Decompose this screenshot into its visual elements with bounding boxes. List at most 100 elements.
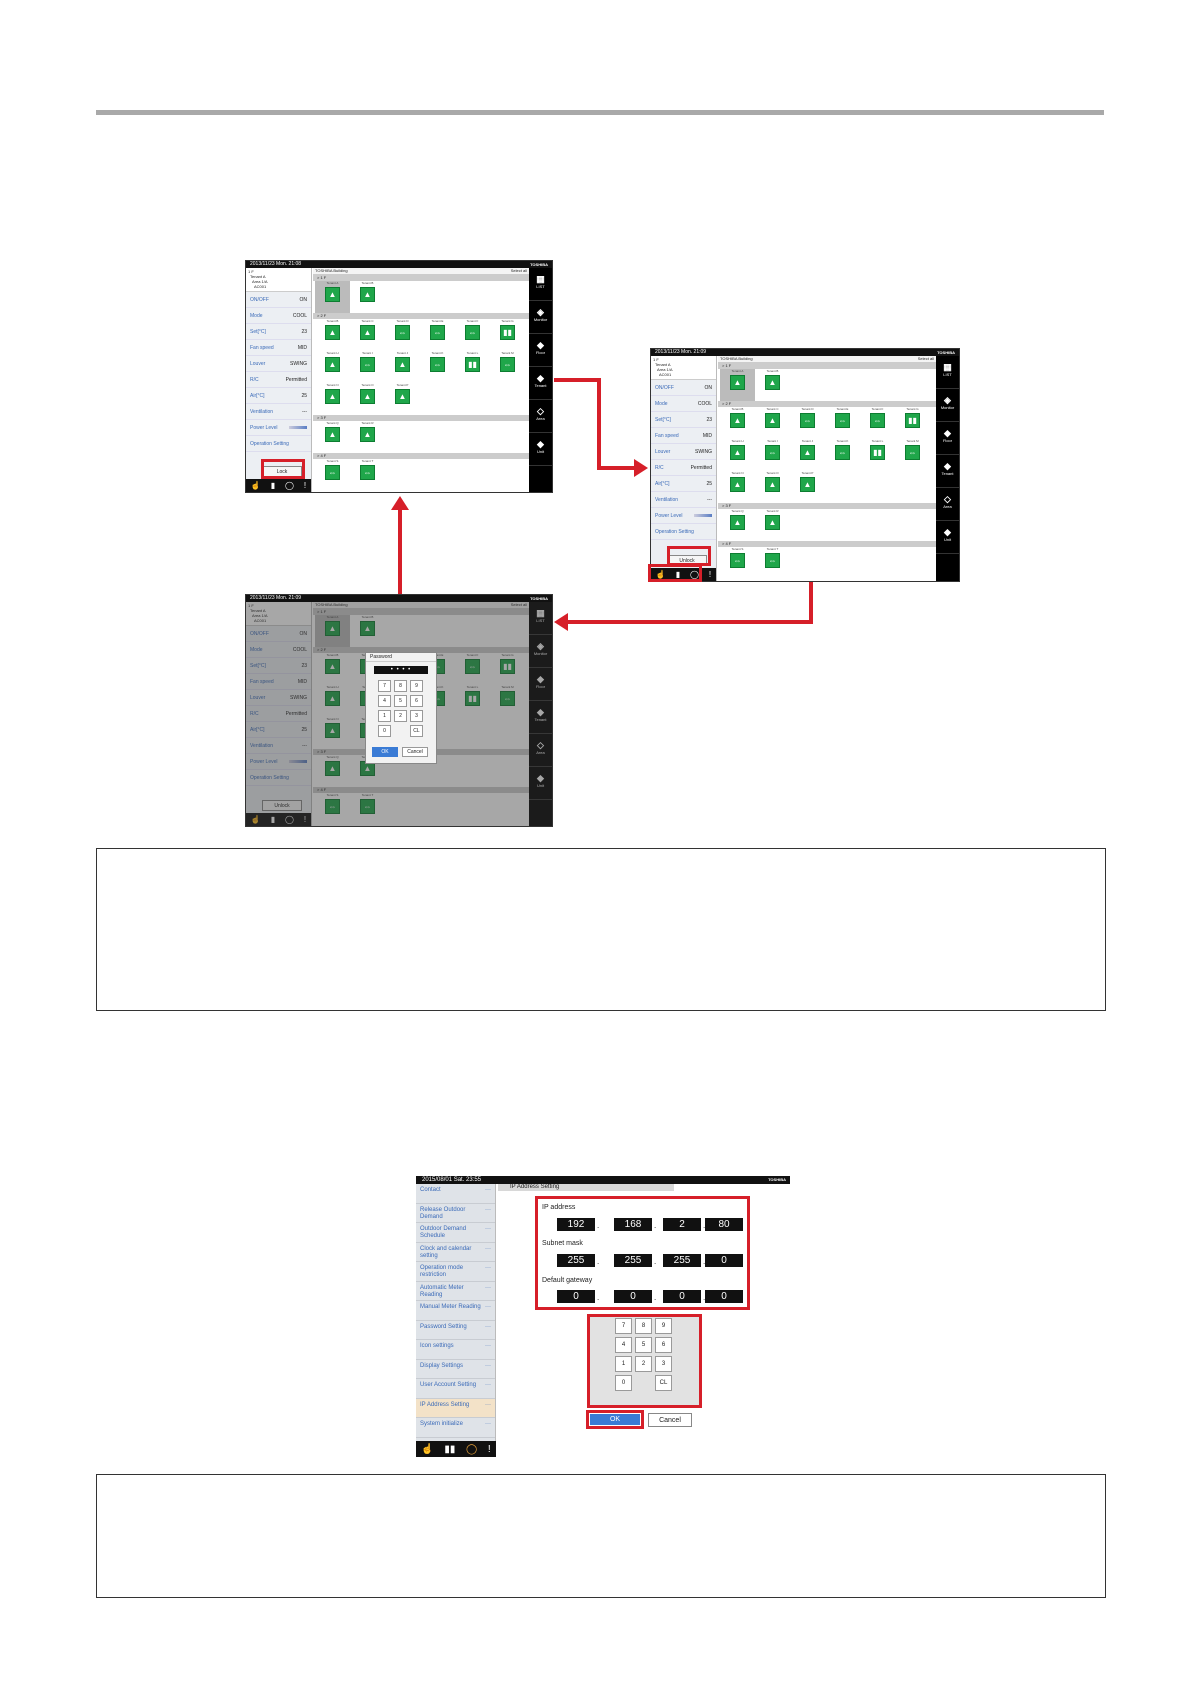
setting-row[interactable]: Air[°C]25 — [246, 722, 311, 738]
setting-row[interactable]: Operation Setting — [651, 524, 716, 540]
setting-row[interactable]: Ventilation--- — [246, 404, 311, 420]
menu-item[interactable]: Release Outdoor Demand··· — [416, 1204, 495, 1223]
tenant-tile[interactable]: Tenant S⇔ — [315, 793, 350, 825]
tenant-tile[interactable]: Tenant B▲ — [315, 653, 350, 685]
menu-item[interactable]: Clock and calendar setting··· — [416, 1243, 495, 1262]
cancel-button[interactable]: Cancel — [402, 747, 428, 757]
floor-header[interactable]: > 2 F — [313, 647, 529, 653]
setting-row[interactable]: Air[°C]25 — [651, 476, 716, 492]
setting-row[interactable]: Set[°C]23 — [246, 324, 311, 340]
keypad-key-7[interactable]: 7 — [378, 680, 391, 692]
tenant-tile[interactable]: Tenant B▲ — [350, 281, 385, 313]
tenant-tile[interactable]: Tenant M⇔ — [895, 439, 930, 471]
tenant-tile[interactable]: Tenant S⇔ — [720, 547, 755, 579]
tenant-tile[interactable]: Tenant R▲ — [755, 509, 790, 541]
keypad-key-5[interactable]: 5 — [635, 1337, 652, 1353]
keypad-key-8[interactable]: 8 — [635, 1318, 652, 1334]
floor-header[interactable]: > 4 F — [313, 787, 529, 793]
ip-octet-field[interactable]: 168 — [614, 1218, 652, 1231]
tenant-tile[interactable]: Tenant O▲ — [350, 383, 385, 415]
tenant-tile[interactable]: Tenant F⇔ — [455, 319, 490, 351]
select-all-link[interactable]: Select all — [510, 268, 527, 273]
floor-header[interactable]: > 2 F — [718, 401, 936, 407]
tenant-tile[interactable]: Tenant B▲ — [720, 407, 755, 439]
keypad-key-3[interactable]: 3 — [410, 710, 423, 722]
pause-icon[interactable]: ▮ — [270, 481, 276, 490]
nav-list[interactable]: ▦LIST — [529, 602, 552, 635]
tenant-tile[interactable]: Tenant L▮▮ — [455, 685, 490, 717]
tenant-tile[interactable]: Tenant S⇔ — [315, 459, 350, 491]
mask-octet-field[interactable]: 255 — [614, 1254, 652, 1267]
tree-item[interactable]: Tenant A — [655, 362, 671, 367]
tree-item[interactable]: Area 1/A — [252, 613, 268, 618]
hand-icon[interactable]: ☝ — [250, 481, 261, 490]
ring-icon[interactable]: ◯ — [285, 481, 294, 490]
menu-item[interactable]: System initialize··· — [416, 1418, 495, 1438]
tenant-tile[interactable]: Tenant K⇔ — [420, 351, 455, 383]
floor-header[interactable]: > 3 F — [313, 415, 529, 421]
gw-octet-field[interactable]: 0 — [705, 1290, 743, 1303]
setting-row[interactable]: Air[°C]25 — [246, 388, 311, 404]
tenant-tile[interactable]: Tenant T⇔ — [350, 793, 385, 825]
tenant-tile[interactable]: Tenant Q▲ — [720, 509, 755, 541]
tenant-tile[interactable]: Tenant T⇔ — [755, 547, 790, 579]
ring-icon[interactable]: ◯ — [466, 1443, 478, 1455]
tree-item[interactable]: Tenant A — [250, 274, 266, 279]
tree-item[interactable]: Area 1/A — [252, 279, 268, 284]
tenant-tile[interactable]: Tenant E⇔ — [420, 319, 455, 351]
keypad-key-1[interactable]: 1 — [378, 710, 391, 722]
tenant-tile[interactable]: Tenant Q▲ — [315, 421, 350, 453]
alert-icon[interactable]: ! — [487, 1443, 491, 1455]
setting-row[interactable]: Set[°C]23 — [246, 658, 311, 674]
floor-header[interactable]: > 2 F — [313, 313, 529, 319]
keypad-key-3[interactable]: 3 — [655, 1356, 672, 1372]
nav-monitor[interactable]: ◈Monitor — [529, 635, 552, 668]
menu-item[interactable]: Operation mode restriction··· — [416, 1262, 495, 1282]
tenant-tile[interactable]: Tenant N▲ — [315, 383, 350, 415]
nav-floor[interactable]: ◆Floor — [529, 334, 552, 367]
tenant-tile[interactable]: Tenant H▲ — [315, 351, 350, 383]
tenant-tile[interactable]: Tenant Q▲ — [315, 755, 350, 787]
nav-area[interactable]: ◇Area — [529, 734, 552, 767]
setting-row[interactable]: Ventilation--- — [651, 492, 716, 508]
tenant-tile[interactable]: Tenant B▲ — [350, 615, 385, 647]
hand-icon[interactable]: ☝ — [250, 815, 261, 824]
tenant-tile[interactable]: Tenant N▲ — [315, 717, 350, 749]
tenant-tile[interactable]: Tenant A▲ — [315, 281, 350, 313]
tenant-tile[interactable]: Tenant L▮▮ — [860, 439, 895, 471]
tree-item[interactable]: AC001 — [254, 618, 267, 623]
menu-item[interactable]: User Account Setting··· — [416, 1379, 495, 1399]
ok-button[interactable]: OK — [372, 747, 398, 757]
gw-octet-field[interactable]: 0 — [557, 1290, 595, 1303]
alert-icon[interactable]: ! — [303, 815, 307, 824]
setting-row[interactable]: Ventilation--- — [246, 738, 311, 754]
mask-octet-field[interactable]: 255 — [557, 1254, 595, 1267]
tenant-tile[interactable]: Tenant N▲ — [720, 471, 755, 503]
tenant-tile[interactable]: Tenant C▲ — [755, 407, 790, 439]
tenant-tile[interactable]: Tenant B▲ — [315, 319, 350, 351]
keypad-key-cl[interactable]: CL — [410, 725, 423, 737]
tenant-tile[interactable]: Tenant T⇔ — [350, 459, 385, 491]
setting-row[interactable]: Set[°C]23 — [651, 412, 716, 428]
ip-cancel-button[interactable]: Cancel — [648, 1413, 692, 1427]
setting-row[interactable]: Operation Setting — [246, 436, 311, 452]
keypad-key-4[interactable]: 4 — [378, 695, 391, 707]
menu-item[interactable]: Icon settings··· — [416, 1340, 495, 1360]
keypad-key-9[interactable]: 9 — [410, 680, 423, 692]
nav-area[interactable]: ◇Area — [936, 488, 959, 521]
hand-icon[interactable]: ☝ — [421, 1443, 434, 1455]
menu-item[interactable]: Password Setting··· — [416, 1321, 495, 1340]
gw-octet-field[interactable]: 0 — [663, 1290, 701, 1303]
keypad-key-9[interactable]: 9 — [655, 1318, 672, 1334]
pause-icon[interactable]: ▮▮ — [444, 1443, 456, 1455]
nav-tenant[interactable]: ◆Tenant — [936, 455, 959, 488]
menu-item[interactable]: Manual Meter Reading··· — [416, 1301, 495, 1321]
ring-icon[interactable]: ◯ — [285, 815, 294, 824]
ip-octet-field[interactable]: 2 — [663, 1218, 701, 1231]
keypad-key-8[interactable]: 8 — [394, 680, 407, 692]
